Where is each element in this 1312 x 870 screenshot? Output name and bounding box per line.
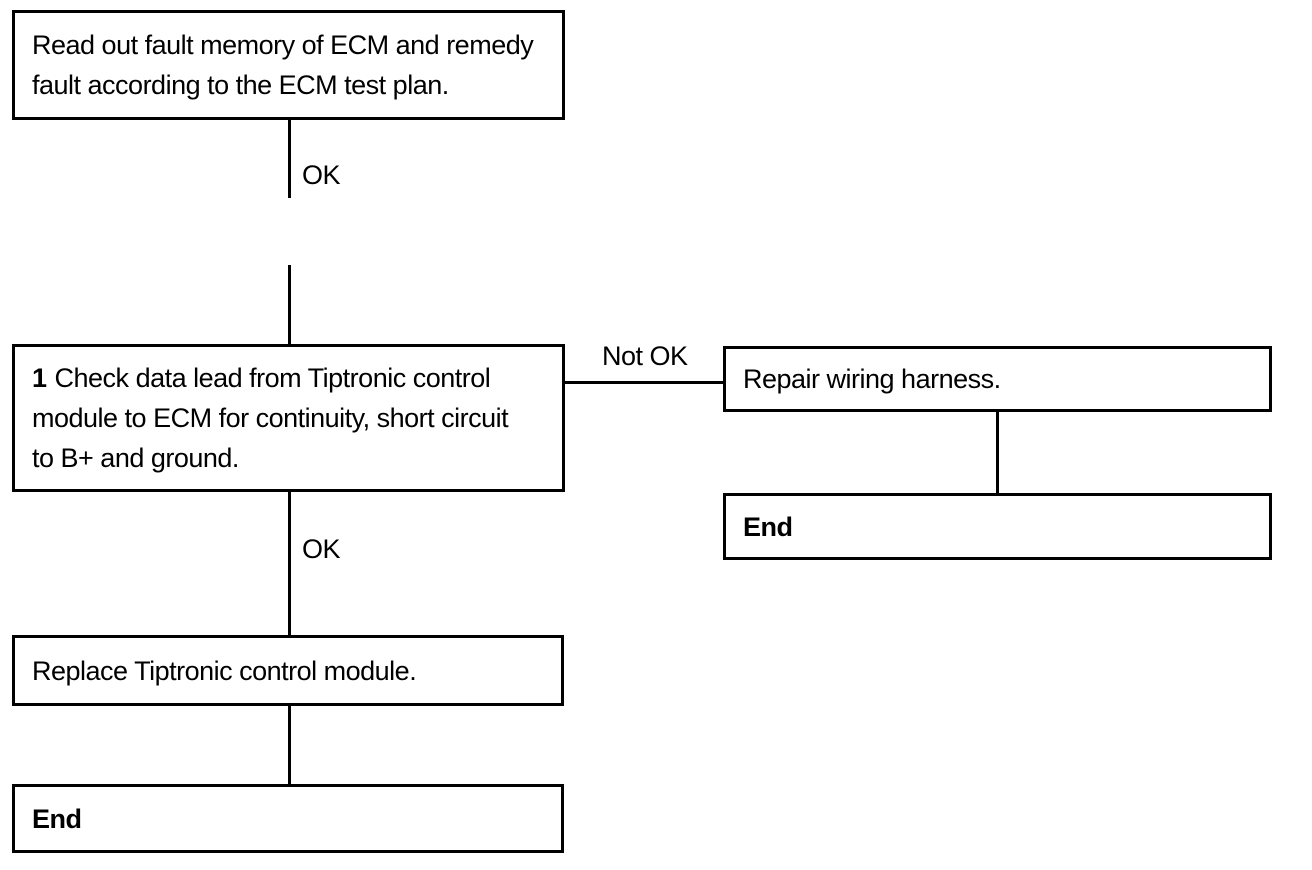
edge-label-ok-top: OK bbox=[302, 160, 341, 190]
connector-not-ok bbox=[565, 381, 723, 384]
edge-label-ok-bottom: OK bbox=[302, 534, 341, 564]
node-end-left: End bbox=[12, 784, 564, 853]
connector-replace-to-end bbox=[288, 706, 291, 784]
connector-ok-top-lower bbox=[288, 265, 291, 344]
connector-repair-to-end bbox=[996, 412, 999, 493]
node-text-line: Replace Tiptronic control module. bbox=[32, 655, 417, 686]
node-text-line: to B+ and ground. bbox=[32, 443, 239, 473]
node-text-line: Read out fault memory of ECM and remedy bbox=[32, 30, 534, 60]
node-end-right: End bbox=[723, 493, 1272, 560]
node-replace-control-module: Replace Tiptronic control module. bbox=[12, 635, 564, 706]
node-text-line: End bbox=[32, 803, 82, 834]
node-read-fault-memory: Read out fault memory of ECM and remedy … bbox=[12, 10, 565, 120]
node-text: Check data lead from Tiptronic control bbox=[54, 363, 491, 393]
edge-label-not-ok: Not OK bbox=[602, 341, 688, 371]
node-repair-wiring-harness: Repair wiring harness. bbox=[723, 346, 1272, 412]
step-number: 1 bbox=[32, 363, 47, 393]
connector-ok-top-upper bbox=[288, 120, 291, 198]
node-text-line: End bbox=[743, 511, 793, 542]
node-text-line: Repair wiring harness. bbox=[743, 364, 1001, 394]
node-text-line: module to ECM for continuity, short circ… bbox=[32, 403, 509, 433]
node-text-line: fault according to the ECM test plan. bbox=[32, 70, 449, 100]
connector-ok-bottom bbox=[288, 492, 291, 635]
